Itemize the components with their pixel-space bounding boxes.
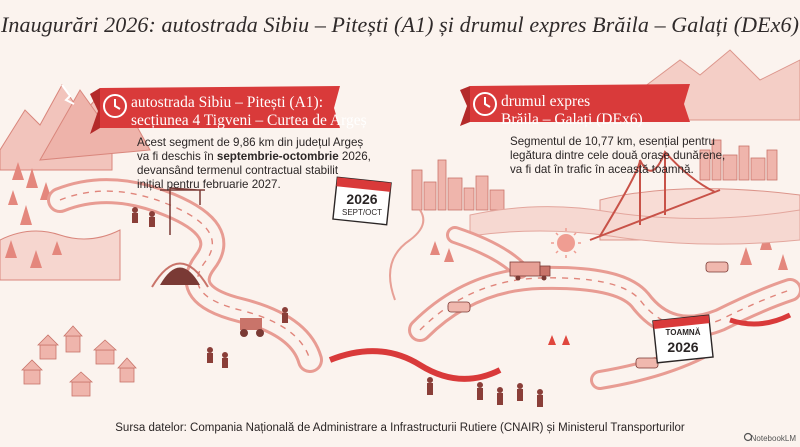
celebrating-crowd xyxy=(427,377,543,407)
banner-right xyxy=(460,84,690,126)
brand-label: NotebookLM xyxy=(750,434,796,443)
traffic-cones xyxy=(548,335,570,345)
data-source: Sursa datelor: Compania Națională de Adm… xyxy=(115,422,685,434)
sun-icon xyxy=(551,228,581,258)
left-desc-line4: inițial pentru februarie 2027. xyxy=(137,178,281,191)
left-village xyxy=(21,325,137,397)
road-workers xyxy=(132,207,288,368)
page-title: Inaugurări 2026: autostrada Sibiu – Pite… xyxy=(0,12,800,37)
left-road xyxy=(47,178,323,373)
calendar-left-label: SEPT/OCT xyxy=(341,208,382,217)
left-trees xyxy=(5,162,788,270)
left-description: Acest segment de 9,86 km din județul Arg… xyxy=(137,136,371,192)
left-desc-line2-post: 2026, xyxy=(338,150,371,163)
banner-left-text: autostrada Sibiu – Pitești (A1): secțiun… xyxy=(131,94,367,130)
clock-icon xyxy=(103,94,127,118)
banner-right-line2: Brăila – Galați (DEx6) xyxy=(501,111,643,128)
banner-left xyxy=(90,86,340,134)
right-city xyxy=(411,139,778,211)
right-desc-line2: legătura dintre cele două orașe dunărene… xyxy=(510,149,726,162)
right-description: Segmentul de 10,77 km, esențial pentru l… xyxy=(510,135,725,177)
banner-right-line1: drumul expres xyxy=(501,93,591,110)
banner-left-line1: autostrada Sibiu – Pitești (A1): xyxy=(131,94,324,111)
left-desc-line2-pre: va fi deschis în xyxy=(137,150,217,163)
danube-river xyxy=(469,206,800,245)
construction-crane xyxy=(160,187,205,235)
suspension-bridge xyxy=(589,150,721,241)
right-desc-line3: va fi dat în trafic în această toamnă. xyxy=(510,163,694,176)
calendar-icon xyxy=(332,176,392,226)
road-roller xyxy=(240,318,264,337)
right-desc-line1: Segmentul de 10,77 km, esențial pentru xyxy=(510,135,715,148)
left-desc-line2-bold: septembrie-octombrie xyxy=(216,150,339,163)
vehicles xyxy=(447,261,729,369)
inauguration-ribbon xyxy=(328,209,792,382)
banner-left-line2: secțiunea 4 Tigveni – Curtea de Argeș xyxy=(131,112,367,129)
tunnel xyxy=(151,262,209,288)
left-desc-line3: devansând termenul contractual stabilit xyxy=(137,164,339,177)
left-desc-line2: va fi deschis în septembrie-octombrie 20… xyxy=(137,150,371,164)
calendar-right-year: 2026 xyxy=(667,339,699,355)
left-desc-line1: Acest segment de 9,86 km din județul Arg… xyxy=(137,136,364,149)
clock-icon xyxy=(473,92,497,116)
calendar-icon xyxy=(652,314,714,364)
banner-right-text: drumul expres Brăila – Galați (DEx6) xyxy=(501,93,643,129)
notebooklm-logo-icon xyxy=(743,432,753,442)
calendar-right-label: TOAMNĂ xyxy=(665,328,701,337)
calendar-left-year: 2026 xyxy=(346,191,378,207)
